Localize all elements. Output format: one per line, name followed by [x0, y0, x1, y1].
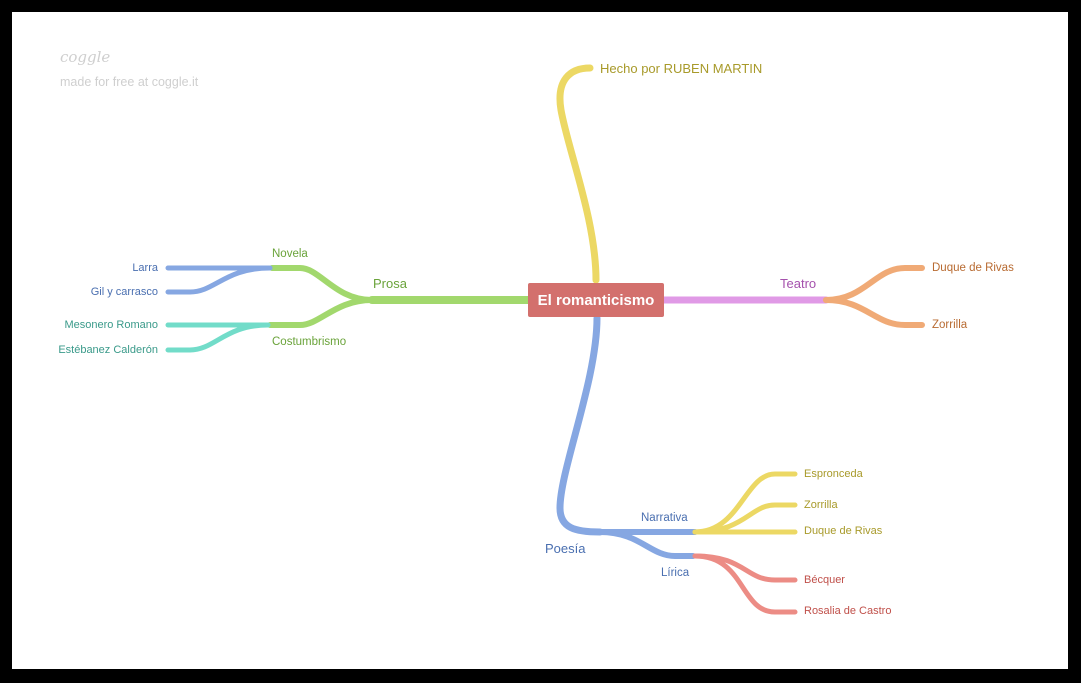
branch-lirica[interactable] [597, 529, 696, 559]
node-becquer[interactable]: Bécquer [804, 574, 845, 586]
branch-rosalia[interactable] [692, 553, 798, 615]
node-costumbrismo[interactable]: Costumbrismo [272, 336, 346, 348]
node-novela[interactable]: Novela [272, 248, 308, 260]
branch-duque-teatro[interactable] [823, 265, 925, 303]
branch-poesia[interactable] [556, 314, 604, 536]
node-teatro[interactable]: Teatro [780, 276, 816, 291]
node-rosalia[interactable]: Rosalia de Castro [804, 605, 891, 617]
central-label: El romanticismo [538, 292, 655, 309]
branch-novela[interactable] [269, 265, 375, 303]
node-duque-narr[interactable]: Duque de Rivas [804, 525, 883, 537]
node-prosa[interactable]: Prosa [373, 276, 408, 291]
branch-zorrilla-teatro[interactable] [823, 297, 925, 328]
node-poesia[interactable]: Poesía [545, 541, 586, 556]
canvas [12, 12, 1068, 669]
node-narrativa[interactable]: Narrativa [641, 512, 688, 524]
branch-costumbrismo[interactable] [267, 297, 375, 328]
node-author[interactable]: Hecho por RUBEN MARTIN [600, 61, 762, 76]
node-gil[interactable]: Gil y carrasco [91, 286, 158, 298]
node-mesonero[interactable]: Mesonero Romano [64, 319, 158, 331]
coggle-logo: coggle [60, 48, 111, 66]
node-lirica[interactable]: Lírica [661, 567, 690, 579]
node-zorrilla-teatro[interactable]: Zorrilla [932, 319, 968, 331]
branch-estebanez[interactable] [165, 322, 271, 353]
node-estebanez[interactable]: Estébanez Calderón [58, 344, 158, 356]
node-zorrilla-narr[interactable]: Zorrilla [804, 499, 838, 511]
coggle-tagline: made for free at coggle.it [60, 75, 199, 89]
central-node[interactable]: El romanticismo [528, 283, 664, 317]
node-larra[interactable]: Larra [132, 262, 159, 274]
branch-gil[interactable] [165, 265, 273, 295]
node-espronceda[interactable]: Espronceda [804, 468, 864, 480]
branch-author[interactable] [556, 64, 600, 284]
node-duque-teatro[interactable]: Duque de Rivas [932, 262, 1014, 274]
